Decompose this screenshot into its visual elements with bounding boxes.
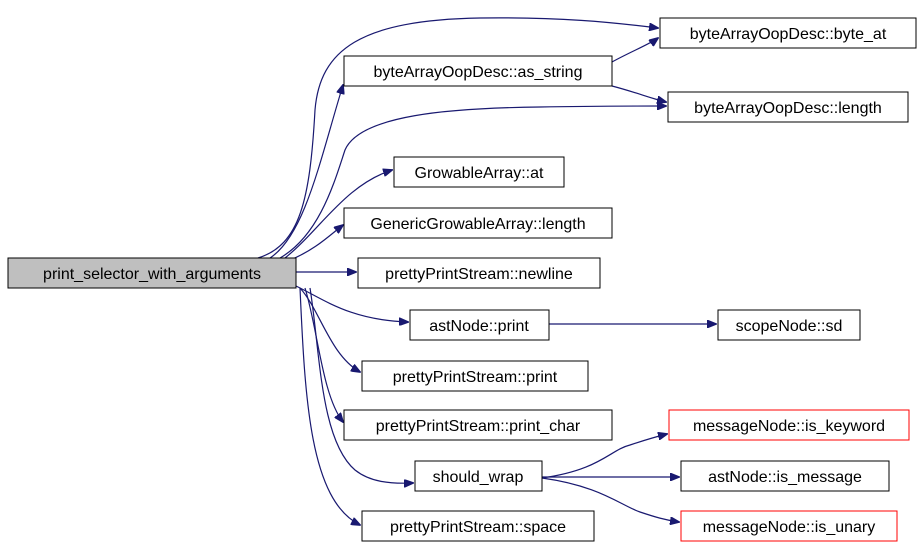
node-ga-at[interactable]: GrowableArray::at (393, 156, 565, 188)
node-gga-length-label: GenericGrowableArray::length (370, 216, 585, 233)
node-pps-print[interactable]: prettyPrintStream::print (361, 360, 589, 392)
edge-root-gga-length (289, 225, 343, 261)
node-space-label: prettyPrintStream::space (390, 519, 566, 536)
edge-as-string-byte-at (611, 38, 658, 63)
edge-should-wrap-is-keyword (541, 434, 667, 479)
node-is-keyword[interactable]: messageNode::is_keyword (668, 409, 910, 441)
node-ast-print-label: astNode::print (429, 318, 529, 335)
node-gga-length[interactable]: GenericGrowableArray::length (343, 207, 613, 239)
node-is-message[interactable]: astNode::is_message (680, 460, 890, 492)
edge-root-should-wrap (309, 287, 413, 483)
node-is-message-label: astNode::is_message (708, 469, 862, 486)
node-is-keyword-label: messageNode::is_keyword (693, 418, 885, 435)
node-newline-label: prettyPrintStream::newline (385, 266, 573, 283)
edges (257, 17, 716, 525)
edge-root-as-string (269, 85, 343, 259)
edge-should-wrap-is-unary (541, 477, 679, 522)
edge-root-print-char (304, 287, 343, 422)
node-scope-sd-label: scopeNode::sd (736, 318, 843, 335)
node-scope-sd[interactable]: scopeNode::sd (717, 309, 861, 341)
node-is-unary[interactable]: messageNode::is_unary (680, 510, 898, 542)
node-space[interactable]: prettyPrintStream::space (361, 510, 595, 542)
edge-as-string-ba-length (611, 85, 666, 102)
edge-root-space (299, 287, 360, 525)
node-should-wrap-label: should_wrap (433, 469, 524, 486)
node-ga-at-label: GrowableArray::at (415, 165, 544, 182)
node-newline[interactable]: prettyPrintStream::newline (357, 257, 601, 289)
node-as-string-label: byteArrayOopDesc::as_string (374, 64, 583, 81)
node-should-wrap[interactable]: should_wrap (414, 460, 543, 492)
node-pps-print-label: prettyPrintStream::print (393, 369, 558, 386)
node-is-unary-label: messageNode::is_unary (703, 519, 876, 536)
node-byte-at[interactable]: byteArrayOopDesc::byte_at (659, 17, 917, 49)
edge-root-ba-length (279, 106, 666, 259)
node-as-string[interactable]: byteArrayOopDesc::as_string (343, 55, 613, 87)
node-ast-print[interactable]: astNode::print (409, 309, 550, 341)
node-print-char-label: prettyPrintStream::print_char (376, 418, 581, 435)
node-byte-at-label: byteArrayOopDesc::byte_at (690, 26, 887, 43)
edge-root-byte-at (257, 17, 658, 259)
edge-root-ga-at (284, 170, 392, 259)
node-ba-length-label: byteArrayOopDesc::length (694, 100, 882, 117)
node-ba-length[interactable]: byteArrayOopDesc::length (667, 91, 909, 123)
node-print-char[interactable]: prettyPrintStream::print_char (343, 409, 613, 441)
node-root[interactable]: print_selector_with_arguments (7, 257, 297, 289)
node-root-label: print_selector_with_arguments (43, 266, 261, 283)
edge-root-pps-print (299, 287, 360, 372)
